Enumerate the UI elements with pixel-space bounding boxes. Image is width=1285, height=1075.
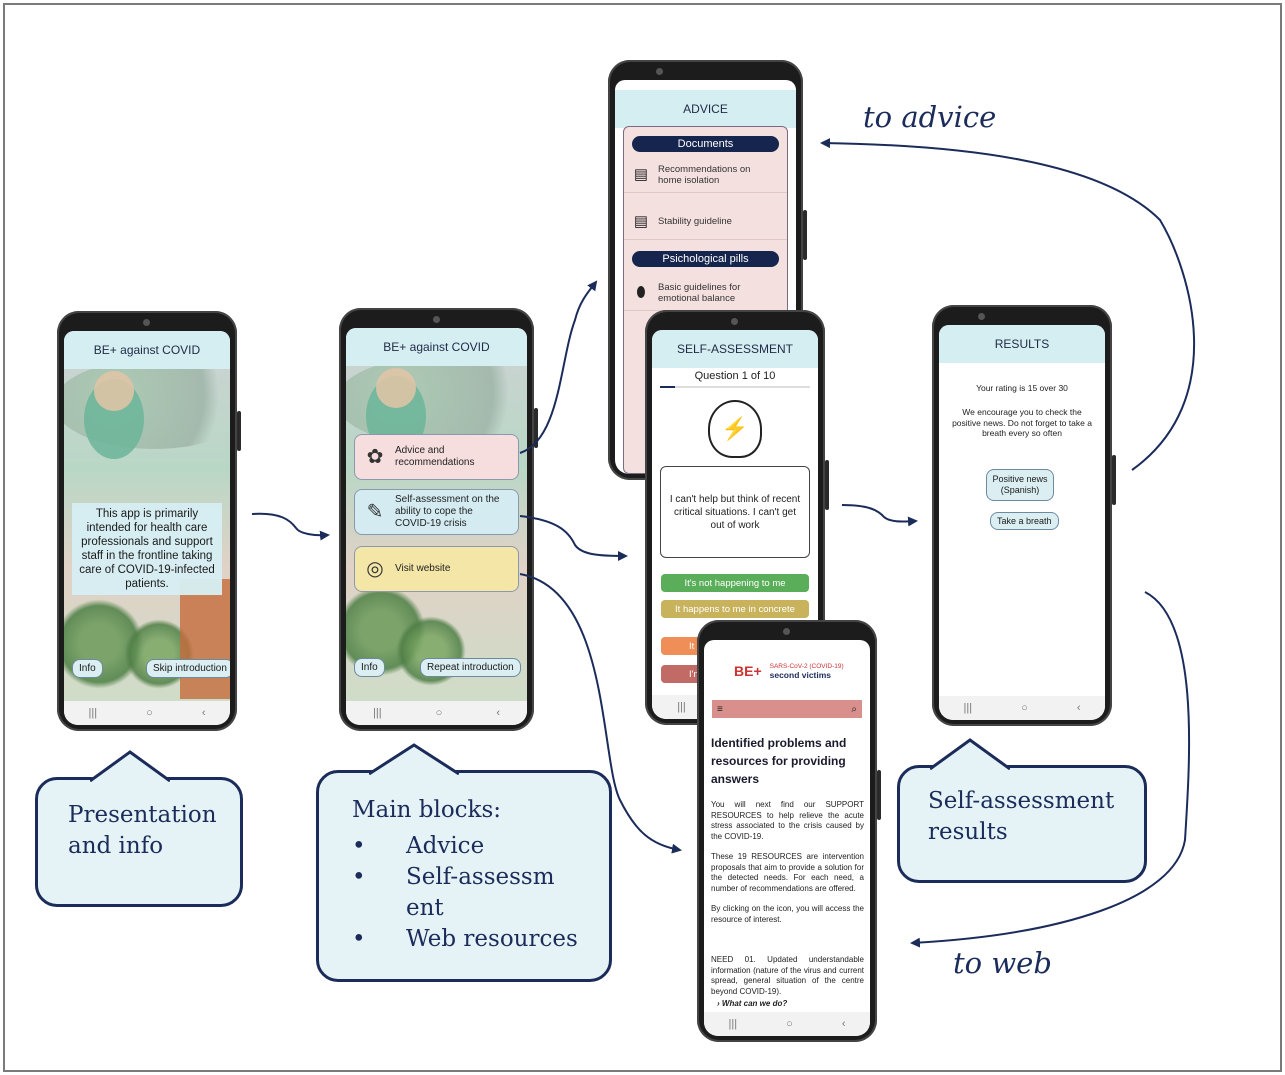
back-icon[interactable]: ‹ xyxy=(841,1018,846,1030)
home-icon[interactable]: ○ xyxy=(1021,702,1028,714)
question-number: Question 1 of 10 xyxy=(694,370,776,382)
results-message: We encourage you to check the positive n… xyxy=(952,407,1092,438)
head-icon: ⚡ xyxy=(708,400,762,458)
main-phone: BE+ against COVID ✿ Advice and recommend… xyxy=(339,308,538,731)
website-phone: BE+ SARS-CoV-2 (COVID-19) second victims… xyxy=(697,620,881,1042)
recents-icon[interactable]: ||| xyxy=(677,701,686,713)
screen-title: SELF-ASSESSMENT xyxy=(652,330,818,368)
pill-icon: ⬮ xyxy=(636,284,646,301)
skip-intro-button[interactable]: Skip introduction xyxy=(146,659,230,678)
site-logo: BE+ SARS-CoV-2 (COVID-19) second victims xyxy=(734,663,844,680)
doc-item-isolation[interactable]: ▤Recommendations on home isolation xyxy=(624,157,787,193)
back-icon[interactable]: ‹ xyxy=(496,707,500,719)
android-navbar: ||| ○ ‹ xyxy=(64,701,230,725)
results-phone: RESULTS Your rating is 15 over 30 We enc… xyxy=(932,305,1116,726)
home-icon[interactable]: ○ xyxy=(786,1018,793,1030)
callout-title: Main blocks: xyxy=(352,797,502,823)
callout-main-blocks: Main blocks: •Advice •Self-assessment •W… xyxy=(316,743,612,982)
search-icon[interactable]: ⌕ xyxy=(851,703,857,715)
article-body: You will next find our SUPPORT RESOURCES… xyxy=(711,800,864,1008)
doc-item-emotional[interactable]: ⬮Basic guidelines for emotional balance xyxy=(624,275,787,311)
recents-icon[interactable]: ||| xyxy=(728,1018,738,1030)
intro-text: This app is primarily intended for healt… xyxy=(72,503,222,595)
app-title: BE+ against COVID xyxy=(346,328,527,366)
what-can-we-do-link[interactable]: › What can we do? xyxy=(717,999,788,1008)
intro-phone: BE+ against COVID This app is primarily … xyxy=(57,311,241,731)
callout-results: Self-assessment results xyxy=(897,738,1147,883)
positive-news-button[interactable]: Positive news (Spanish) xyxy=(986,469,1054,501)
bullet-list: •Advice •Self-assessment •Web resources xyxy=(352,833,578,952)
app-title: BE+ against COVID xyxy=(64,331,230,369)
back-icon[interactable]: ‹ xyxy=(201,707,206,719)
progress-bar xyxy=(660,386,810,388)
back-icon[interactable]: ‹ xyxy=(1076,702,1081,714)
info-button[interactable]: Info xyxy=(72,659,103,678)
notepad-icon: ✎ xyxy=(366,501,384,523)
visit-website-card[interactable]: ◎ Visit website xyxy=(354,546,519,592)
hamburger-menu-icon[interactable]: ≡ xyxy=(717,703,723,715)
info-button[interactable]: Info xyxy=(354,658,385,677)
callout-tail xyxy=(369,743,459,775)
android-navbar: ||| ○ ‹ xyxy=(346,701,527,725)
document-icon: ▤ xyxy=(633,166,649,183)
screen-title: RESULTS xyxy=(939,325,1105,363)
pills-heading: Psichological pills xyxy=(632,251,779,267)
to-web-label: to web xyxy=(953,946,1052,980)
callout-tail xyxy=(90,750,170,782)
illustration xyxy=(64,369,230,701)
document-icon: ▤ xyxy=(633,213,649,230)
recents-icon[interactable]: ||| xyxy=(963,702,973,714)
page-heading: Identified problems and resources for pr… xyxy=(711,736,847,786)
android-navbar: ||| ○ ‹ xyxy=(704,1012,870,1036)
to-advice-label: to advice xyxy=(863,100,997,134)
answer-1[interactable]: It's not happening to me xyxy=(661,574,809,592)
site-navbar: ≡ ⌕ xyxy=(712,700,862,718)
recents-icon[interactable]: ||| xyxy=(373,707,382,719)
be-plus-logo: BE+ xyxy=(734,663,762,679)
figure-frame xyxy=(3,3,1282,1072)
question-text: I can't help but think of recent critica… xyxy=(660,466,810,558)
doc-item-stability[interactable]: ▤Stability guideline xyxy=(624,204,787,240)
callout-presentation: Presentation and info xyxy=(35,750,243,907)
callout-text: Self-assessment results xyxy=(928,788,1115,845)
callout-text: Presentation and info xyxy=(68,802,217,859)
home-icon[interactable]: ○ xyxy=(435,707,443,719)
self-assessment-card[interactable]: ✎ Self-assessment on the ability to cope… xyxy=(354,489,519,535)
globe-icon: ◎ xyxy=(366,558,384,580)
repeat-intro-button[interactable]: Repeat introduction xyxy=(420,658,521,677)
screen-title: ADVICE xyxy=(615,90,796,128)
rating-text: Your rating is 15 over 30 xyxy=(976,383,1068,393)
rose-icon: ✿ xyxy=(366,446,384,468)
take-breath-button[interactable]: Take a breath xyxy=(990,512,1059,530)
home-icon[interactable]: ○ xyxy=(146,707,153,719)
callout-tail xyxy=(930,738,1010,770)
android-navbar: ||| ○ ‹ xyxy=(939,696,1105,720)
advice-card[interactable]: ✿ Advice and recommendations xyxy=(354,434,519,480)
documents-heading: Documents xyxy=(632,136,779,152)
recents-icon[interactable]: ||| xyxy=(88,707,98,719)
answer-2[interactable]: It happens to me in concrete xyxy=(661,600,809,618)
